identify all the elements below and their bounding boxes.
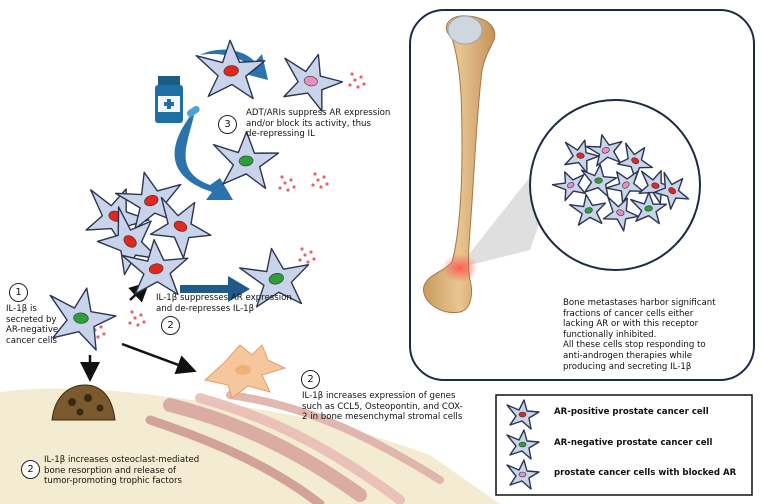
step3-number: 3 <box>218 115 237 134</box>
cytokine-dots <box>88 72 366 339</box>
legend-label-ar-positive: AR-positive prostate cancer cell <box>554 407 709 417</box>
bone-panel-text: Bone metastases harbor significant fract… <box>563 298 716 372</box>
cell-ar-positive <box>96 206 160 276</box>
zoom-cell-ar-negative <box>629 191 668 225</box>
step2c-text: IL-1β increases osteoclast-mediated bone… <box>44 455 200 487</box>
osteoclast-cell-icon <box>51 384 116 421</box>
step2c-number: 2 <box>21 460 40 479</box>
step1-text: IL-1β is secreted by AR-negative cancer … <box>6 304 59 346</box>
step2a-number: 2 <box>161 316 180 335</box>
cell-ar-negative <box>49 287 117 351</box>
zoom-cell-ar-positive <box>653 171 690 210</box>
cell-ar-negative <box>238 247 310 308</box>
zoom-cell-ar-negative <box>568 193 607 226</box>
zoom-cell-ar-positive <box>616 142 653 180</box>
step1-number: 1 <box>9 283 28 302</box>
step2b-text: IL-1β increases expression of genes such… <box>302 391 463 423</box>
zoom-cell-blocked-ar <box>605 170 644 204</box>
legend-cells <box>506 399 540 490</box>
legend-cell-blocked-ar <box>506 459 540 490</box>
cell-blocked-ar <box>283 53 344 112</box>
legend-label-ar-negative: AR-negative prostate cancer cell <box>554 438 713 448</box>
cell-ar-positive <box>195 39 266 100</box>
cell-ar-positive <box>121 239 189 296</box>
bone-tissue-surface <box>0 388 500 504</box>
zoom-cell-blocked-ar <box>585 134 623 167</box>
zoom-cell-blocked-ar <box>551 171 586 202</box>
zoom-cell-blocked-ar <box>602 196 640 232</box>
cell-ar-positive <box>149 196 212 259</box>
step2b-number: 2 <box>301 370 320 389</box>
legend-cell-ar-positive <box>506 399 540 430</box>
zoom-cell-ar-negative <box>580 163 618 198</box>
legend-cell-ar-negative <box>506 429 540 460</box>
femur-bone-icon <box>423 15 496 314</box>
stromal-cell-icon <box>203 344 287 399</box>
metastasis-cells <box>551 134 690 232</box>
stromal-fibers <box>145 391 444 504</box>
step3-text: ADT/ARIs suppress AR expression and/or b… <box>246 108 391 140</box>
legend-list: AR-positive prostate cancer cell AR-nega… <box>554 404 750 490</box>
pill-bottle-icon <box>155 76 200 123</box>
zoom-cell-ar-positive <box>564 139 600 174</box>
step2a-text: IL-1β suppresses AR expression and de-re… <box>156 293 292 314</box>
legend-label-blocked-ar: prostate cancer cells with blocked AR <box>554 468 737 478</box>
cancer-cells <box>49 39 344 351</box>
cell-ar-negative <box>212 131 280 190</box>
